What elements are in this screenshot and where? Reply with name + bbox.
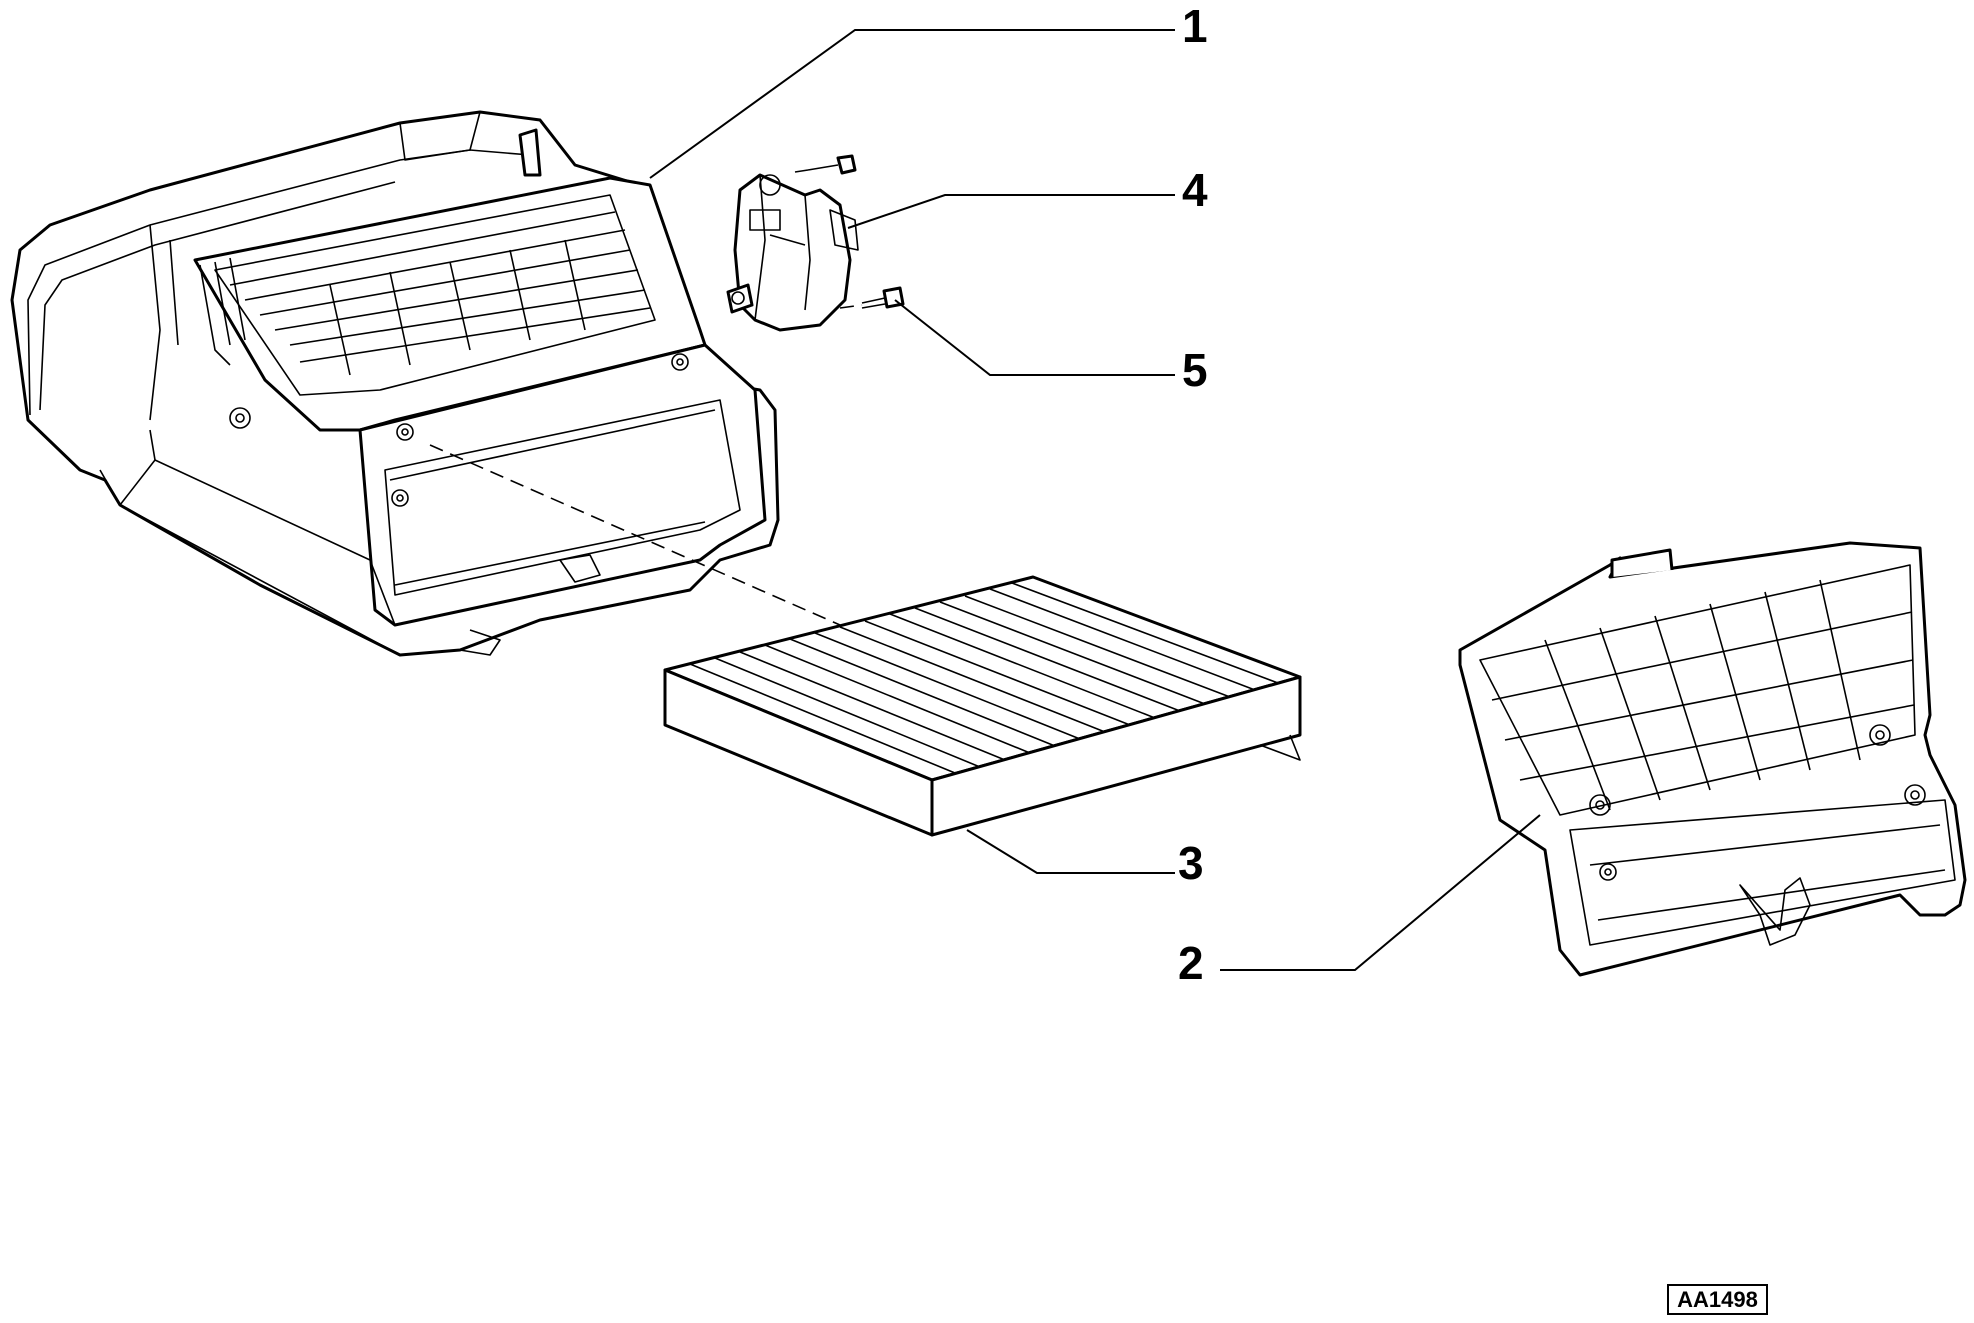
callout-5: 5 [1182,344,1208,396]
callout-1: 1 [1182,0,1208,52]
leader-lines [649,29,1541,971]
part-5-screw [839,286,905,309]
callout-4: 4 [1182,164,1208,216]
callout-3: 3 [1178,837,1204,889]
part-3-cabin-filter [663,575,1302,837]
part-2-filter-cover [1458,541,1967,977]
part-4-actuator-motor [726,173,859,332]
callout-2: 2 [1178,937,1204,989]
filter-pleats [689,582,1279,774]
actuator-screw-upper [794,154,857,175]
assembly-axis-line [429,444,841,626]
part-1-blower-housing [10,110,780,657]
reference-code-label: AA1498 [1667,1284,1768,1315]
